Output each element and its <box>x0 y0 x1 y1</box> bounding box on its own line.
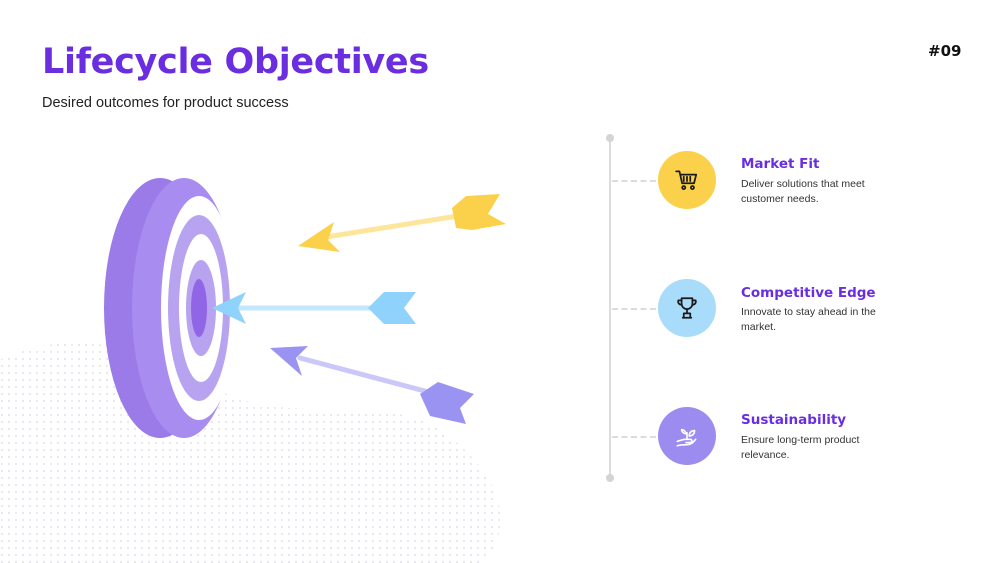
arrow-blue-icon <box>212 292 416 324</box>
connector-market-fit <box>612 180 656 182</box>
objective-title-sustainability: Sustainability <box>741 412 847 428</box>
objective-title-competitive-edge: Competitive Edge <box>741 285 876 301</box>
slide-number: #09 <box>928 42 962 60</box>
timeline-dot-bottom <box>606 474 614 482</box>
trophy-icon <box>677 297 697 319</box>
slide-subtitle: Desired outcomes for product success <box>42 95 289 111</box>
objective-title-market-fit: Market Fit <box>741 156 820 172</box>
objective-desc-competitive-edge: Innovate to stay ahead in the market. <box>741 306 876 333</box>
hand-plant-icon <box>676 428 697 447</box>
timeline-dot-top <box>606 134 614 142</box>
competitive-edge-icon-circle <box>658 279 716 337</box>
arrow-purple-icon <box>270 346 474 424</box>
target-board-icon <box>104 178 237 438</box>
arrow-yellow-icon <box>298 194 506 252</box>
connector-competitive-edge <box>612 308 656 310</box>
sustainability-icon-circle <box>658 407 716 465</box>
dotted-background-blob <box>0 342 501 563</box>
connector-sustainability <box>612 436 656 438</box>
timeline-line <box>609 138 611 478</box>
objective-desc-sustainability: Ensure long-term product relevance. <box>741 434 860 461</box>
objective-desc-market-fit: Deliver solutions that meet customer nee… <box>741 178 865 205</box>
market-fit-icon-circle <box>658 151 716 209</box>
shopping-cart-icon <box>675 170 698 190</box>
slide-title: Lifecycle Objectives <box>42 42 429 82</box>
